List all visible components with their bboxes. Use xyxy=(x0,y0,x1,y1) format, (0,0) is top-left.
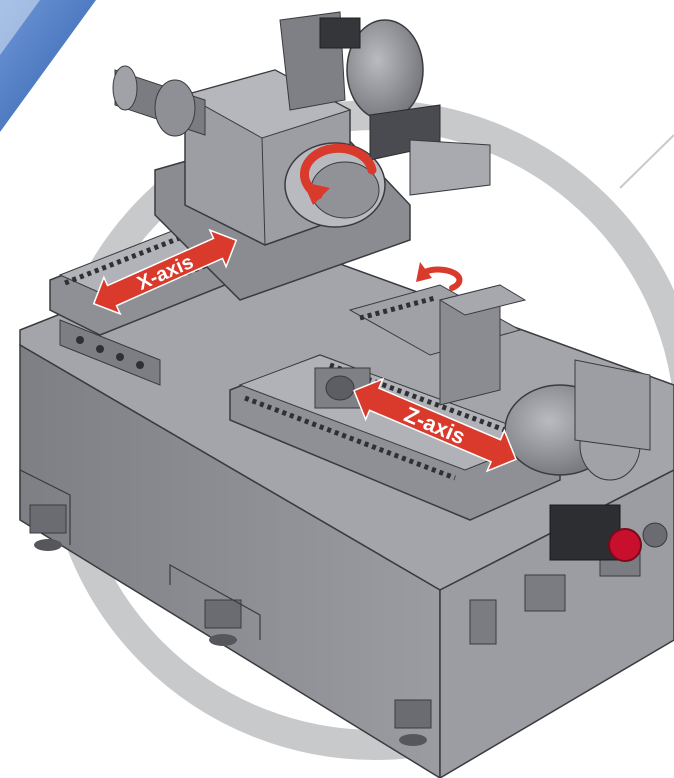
ring-pointer-line xyxy=(619,134,674,189)
accent-stripe xyxy=(0,0,96,132)
headstock xyxy=(112,11,491,301)
tailstock-rotation-arrow-icon xyxy=(422,266,463,291)
tailstock-rotation-arrowhead-icon xyxy=(416,262,432,282)
spindle-rotation-arrowhead-icon xyxy=(303,182,330,205)
accent-stripe-highlight xyxy=(0,0,40,55)
servo-motor-cap xyxy=(608,528,642,562)
